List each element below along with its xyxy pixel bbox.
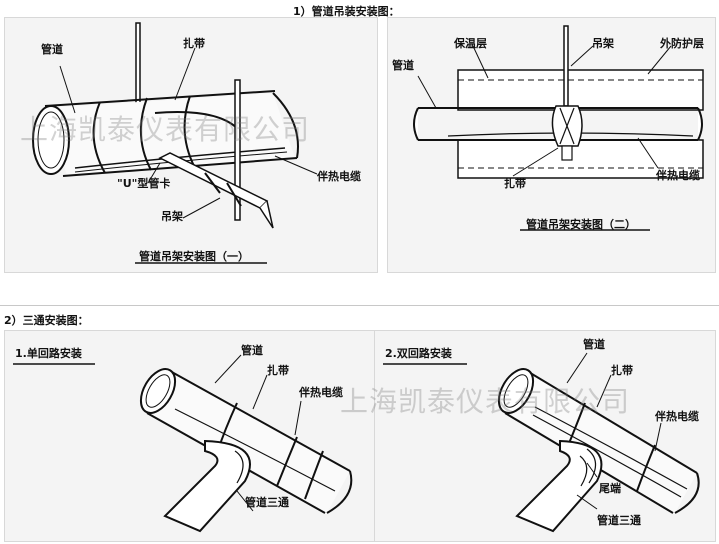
tee-single-drawing <box>13 354 353 533</box>
title-single-circuit: 1.单回路安装 <box>15 347 82 360</box>
label-tail-end: 尾端 <box>599 482 621 495</box>
label-pipe: 管道 <box>41 43 63 56</box>
pipe-hanger-1-drawing <box>32 22 318 264</box>
label-hanger: 吊架 <box>161 210 183 223</box>
section-2-heading: 2）三通安装图： <box>4 314 89 327</box>
label-insulation: 保温层 <box>454 37 487 50</box>
caption-pipe-hanger-2: 管道吊架安装图（二） <box>526 218 636 231</box>
label-jacket: 外防护层 <box>660 37 704 50</box>
diagram-pipe-hanger-1: 管道 扎带 "U"型管卡 吊架 伴热电缆 管道吊架安装图（一） <box>4 17 378 273</box>
label-pipe: 管道 <box>583 338 605 351</box>
label-heating-cable: 伴热电缆 <box>299 386 343 399</box>
label-strap: 扎带 <box>267 364 289 377</box>
label-heating-cable: 伴热电缆 <box>655 410 699 423</box>
diagram-tee-double-circuit: 2.双回路安装 管道 扎带 伴热电缆 尾端 管道三通 <box>374 330 716 542</box>
label-strap: 扎带 <box>183 37 205 50</box>
label-hanger: 吊架 <box>592 37 614 50</box>
section-1-heading: 1）管道吊装安装图： <box>293 5 400 18</box>
tee-double-drawing <box>383 352 700 533</box>
caption-pipe-hanger-1: 管道吊架安装图（一） <box>139 250 249 263</box>
pipe-end <box>32 105 70 175</box>
title-double-circuit: 2.双回路安装 <box>385 347 452 360</box>
pipe-hanger-2-drawing <box>413 25 704 231</box>
label-pipe: 管道 <box>392 59 414 72</box>
label-strap: 扎带 <box>611 364 633 377</box>
label-heating-cable: 伴热电缆 <box>656 169 700 182</box>
label-heating-cable: 伴热电缆 <box>317 170 361 183</box>
label-tee: 管道三通 <box>597 514 641 527</box>
label-strap: 扎带 <box>504 177 526 190</box>
label-pipe: 管道 <box>241 344 263 357</box>
section-divider <box>0 305 719 306</box>
label-u-clamp: "U"型管卡 <box>117 177 171 190</box>
label-tee: 管道三通 <box>245 496 289 509</box>
diagram-tee-single-circuit: 1.单回路安装 管道 扎带 伴热电缆 管道三通 <box>4 330 378 542</box>
diagram-pipe-hanger-2: 管道 保温层 吊架 外防护层 扎带 伴热电缆 管道吊架安装图（二） <box>387 17 716 273</box>
